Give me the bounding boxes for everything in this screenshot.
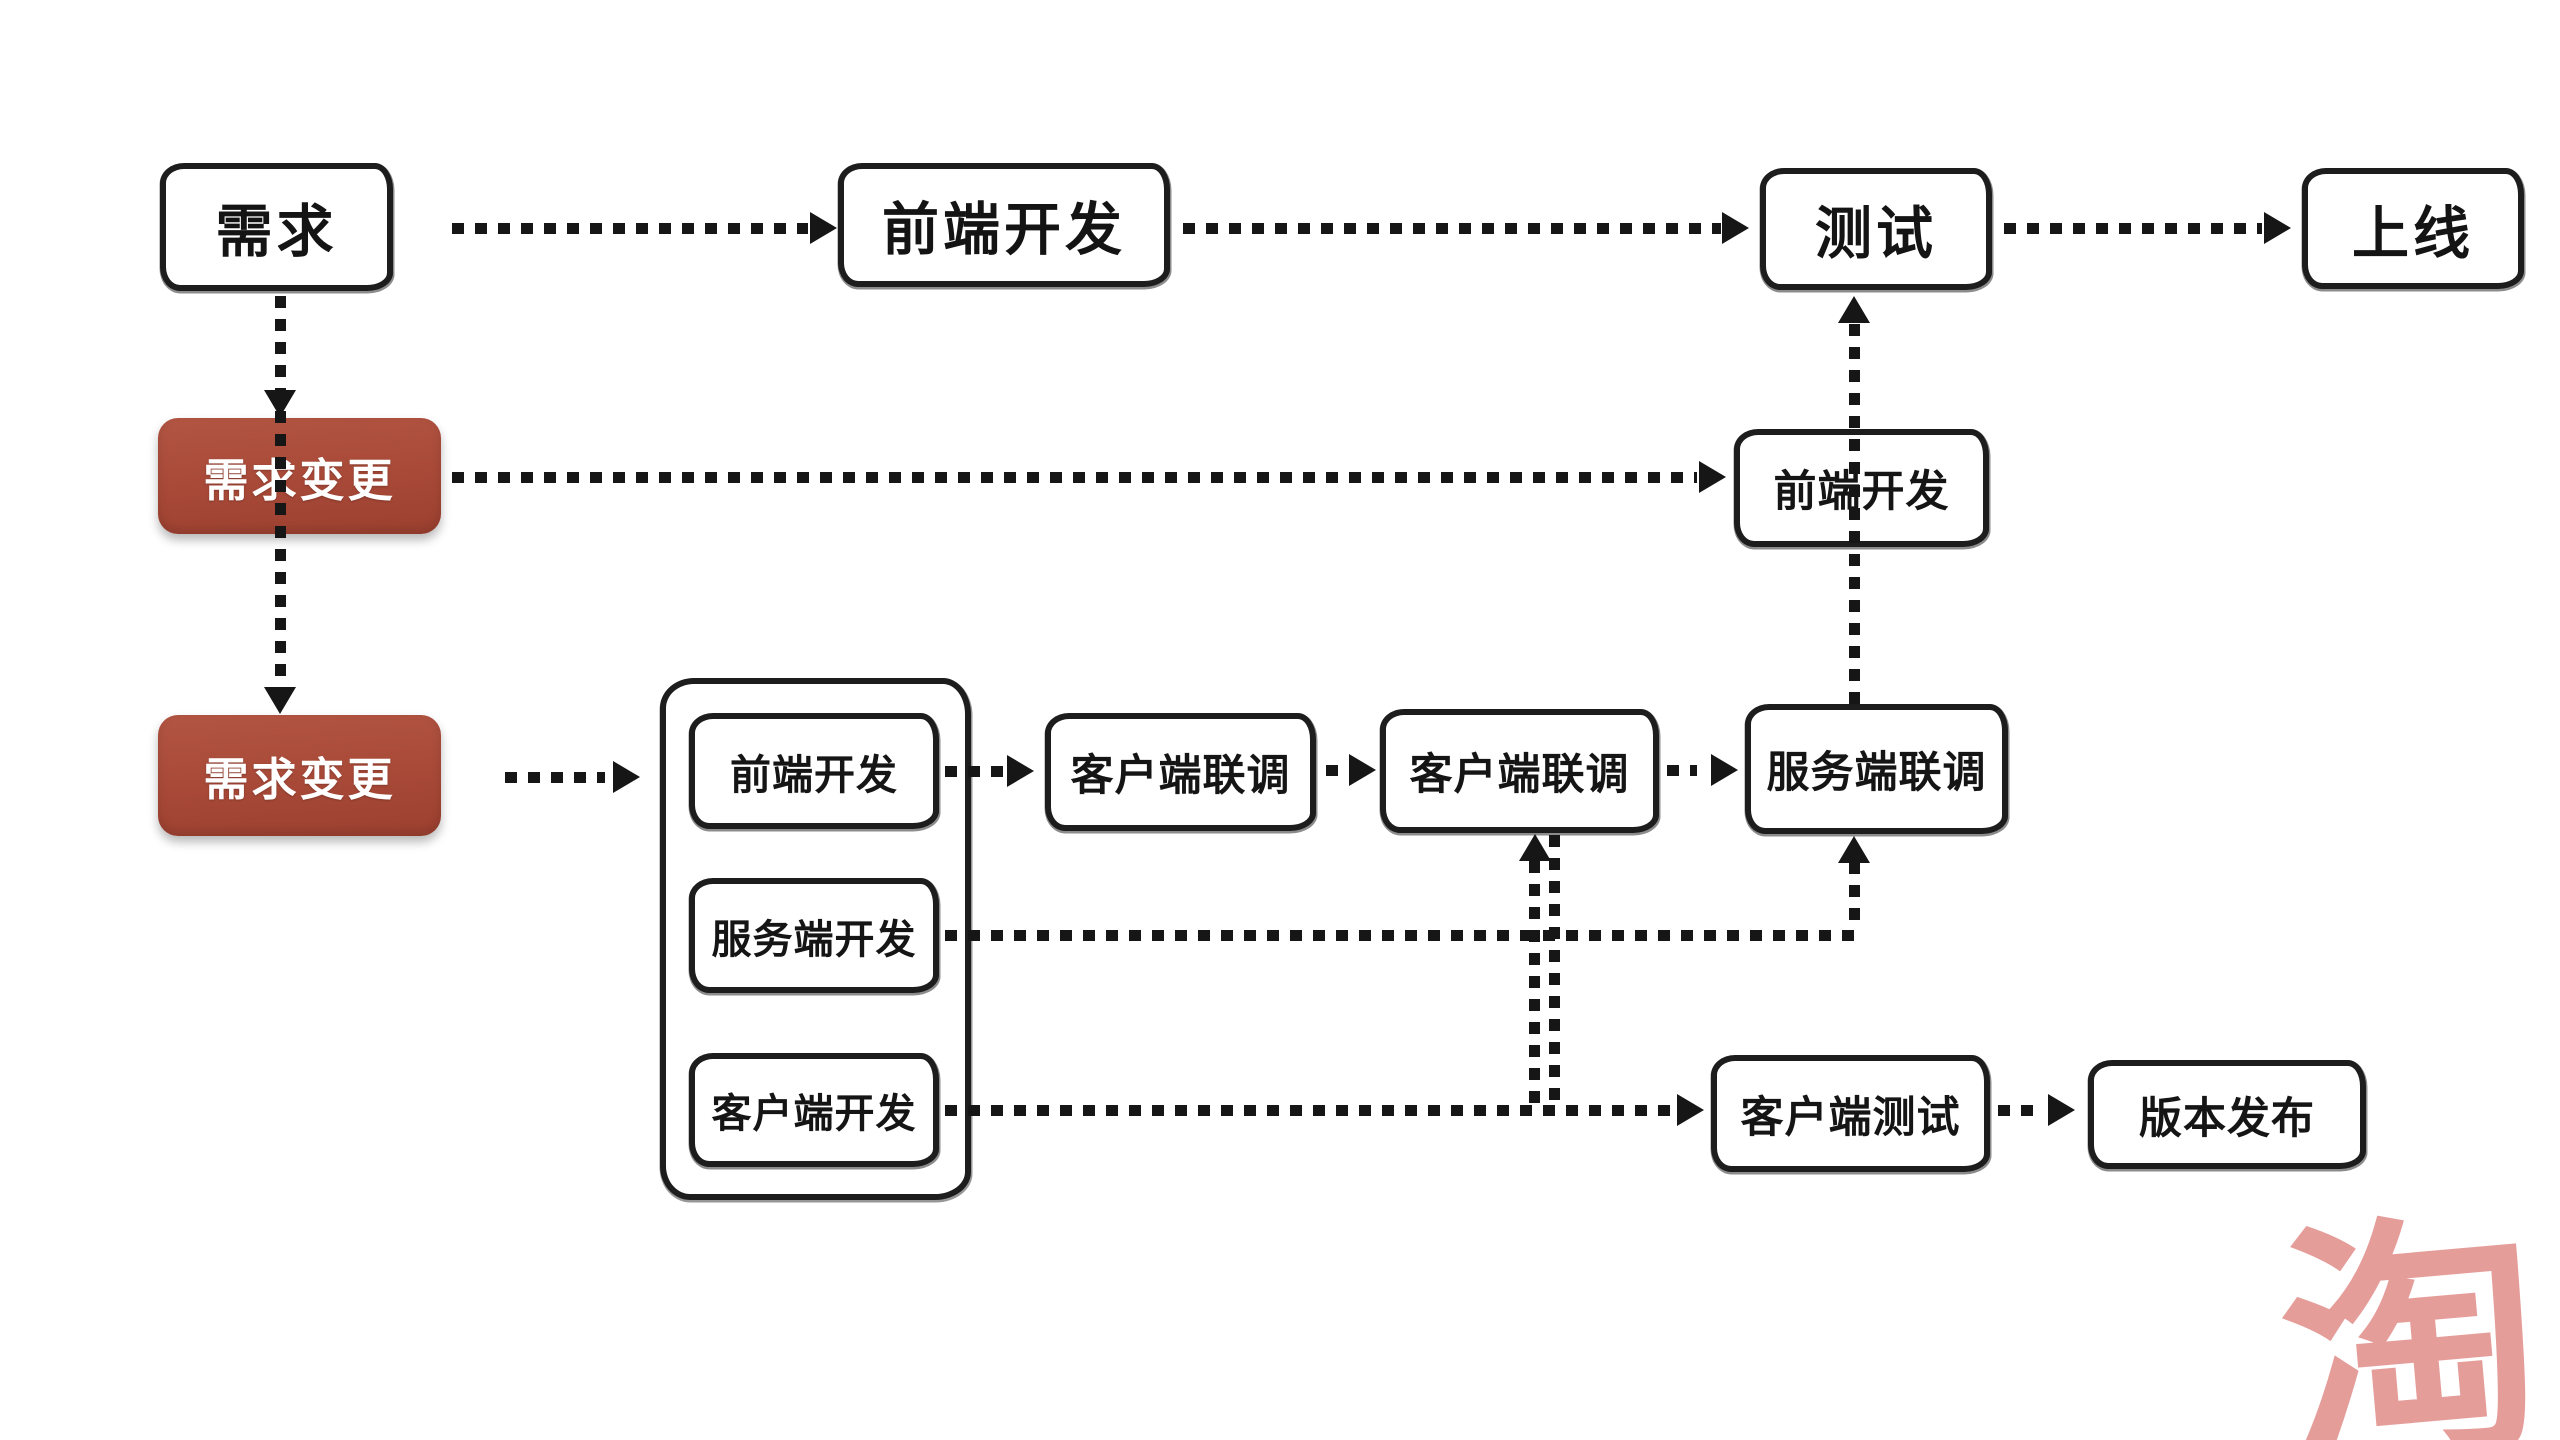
edge-requirements-to-frontend-line	[452, 223, 808, 234]
edge-change2-to-group-arrowhead	[613, 761, 640, 793]
node-server-joint-debug-label: 服务端联调	[1766, 748, 1987, 798]
node-testing: 测试	[1760, 168, 1992, 290]
edge-joint2-to-serverjoint-arrowhead	[1711, 754, 1738, 786]
edge-serverdev-horizontal-line	[945, 930, 1855, 941]
branch-down-from-joint2-line	[1549, 835, 1560, 1105]
node-frontend-dev-top-label: 前端开发	[882, 196, 1126, 263]
edge-clientdev-to-clienttest-line	[945, 1105, 1675, 1116]
edge-into-serverjoint-arrowhead	[1838, 836, 1870, 863]
edge-change1-to-frontendmid-line	[452, 472, 1697, 483]
edge-testing-to-launch-arrowhead	[2264, 212, 2291, 244]
node-frontend-dev-mid: 前端开发	[1734, 429, 1989, 547]
edge-change1-to-frontendmid-arrowhead	[1699, 461, 1726, 493]
edge-requirements-to-frontend-arrowhead	[810, 212, 837, 244]
edge-frontend-to-testing-line	[1183, 223, 1721, 234]
node-testing-label: 测试	[1815, 200, 1937, 267]
edge-requirements-down-line	[275, 296, 286, 686]
edge-into-change1-arrowhead	[264, 390, 296, 417]
node-frontend-dev-top: 前端开发	[838, 163, 1170, 287]
node-server-dev-label: 服务端开发	[711, 916, 917, 963]
node-requirement-change-2: 需求变更	[158, 715, 441, 836]
edge-into-change2-arrowhead	[264, 687, 296, 714]
edge-clienttest-to-release-arrowhead	[2048, 1094, 2075, 1126]
edge-frontend-to-testing-arrowhead	[1722, 212, 1749, 244]
edge-frontendgroup-to-joint1-arrowhead	[1007, 755, 1034, 787]
edge-change2-to-group-line	[505, 772, 605, 783]
edge-clientdev-to-clienttest-arrowhead	[1677, 1094, 1704, 1126]
node-client-dev-label: 客户端开发	[711, 1091, 917, 1137]
node-requirement-change-1-label: 需求变更	[203, 453, 396, 507]
node-client-dev: 客户端开发	[689, 1053, 939, 1167]
edge-joint2-to-serverjoint-line	[1667, 765, 1697, 776]
node-requirements: 需求	[160, 163, 393, 291]
edge-joint1-to-joint2-line	[1326, 765, 1354, 776]
node-requirement-change-1: 需求变更	[158, 418, 441, 534]
edge-frontendgroup-to-joint1-line	[945, 766, 1005, 777]
node-requirement-change-2-label: 需求变更	[203, 753, 396, 806]
node-launch-label: 上线	[2352, 199, 2474, 267]
node-client-joint-debug-1: 客户端联调	[1045, 713, 1316, 831]
edge-into-testing-arrowhead	[1838, 296, 1870, 323]
node-frontend-dev-mid-label: 前端开发	[1773, 467, 1950, 517]
edge-joint1-to-joint2-arrowhead	[1349, 754, 1376, 786]
node-frontend-dev-group-label: 前端开发	[730, 751, 898, 799]
node-client-joint-debug-2-label: 客户端联调	[1409, 750, 1630, 800]
edge-serverdev-up-line	[1849, 862, 1860, 930]
node-client-testing: 客户端测试	[1711, 1055, 1990, 1172]
edge-testing-to-launch-line	[2004, 223, 2262, 234]
node-frontend-dev-group: 前端开发	[689, 713, 939, 829]
node-version-release: 版本发布	[2088, 1060, 2366, 1169]
edge-frontendmid-to-testing-line	[1849, 324, 1860, 704]
node-server-dev: 服务端开发	[689, 878, 939, 993]
taobao-logo: 淘	[2269, 1182, 2553, 1440]
node-client-testing-label: 客户端测试	[1740, 1092, 1961, 1143]
node-requirements-label: 需求	[215, 198, 338, 265]
node-launch: 上线	[2302, 168, 2524, 289]
branch-up-to-joint2-line	[1529, 861, 1540, 1105]
node-client-joint-debug-2: 客户端联调	[1380, 709, 1659, 833]
branch-into-joint2-arrowhead	[1519, 834, 1551, 861]
node-client-joint-debug-1-label: 客户端联调	[1070, 751, 1291, 801]
node-version-release-label: 版本发布	[2139, 1093, 2315, 1144]
node-server-joint-debug: 服务端联调	[1745, 704, 2008, 834]
edge-clienttest-to-release-line	[1998, 1105, 2040, 1116]
